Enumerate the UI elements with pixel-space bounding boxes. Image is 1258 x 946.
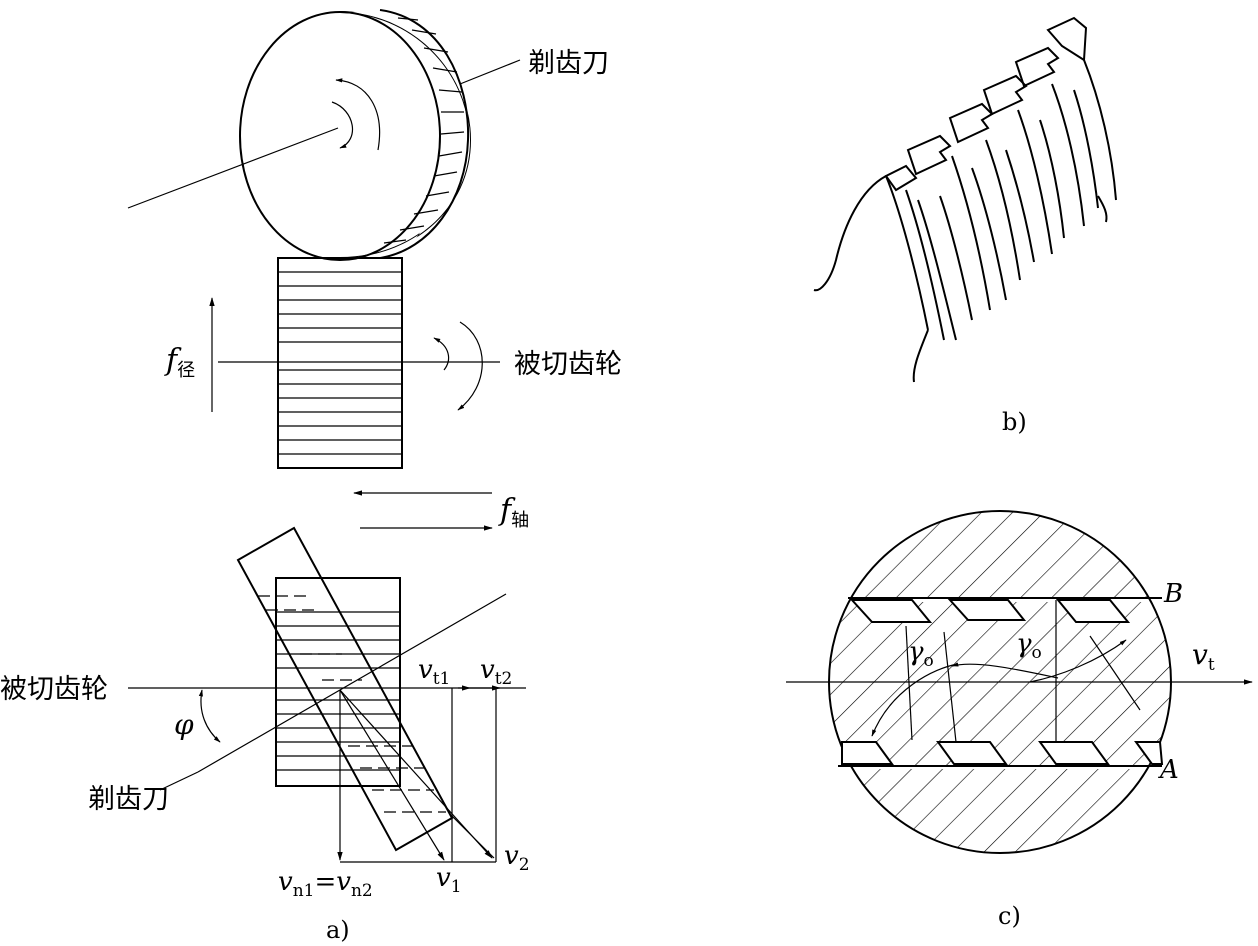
shaving-cutter-tilted [236,526,454,852]
label-workpiece-bottom: 被切齿轮 [0,674,108,705]
panel-a-top: 剃齿刀 f径 [127,9,622,531]
cutter-axis [197,593,507,773]
label-phi: φ [174,708,194,741]
workpiece-gear-bottom [275,577,401,787]
panel-b-cutter-teeth: b) [813,16,1117,436]
shaving-cutter-disc [127,9,472,261]
panel-a-bottom: 被切齿轮 剃齿刀 φ vt1 vt2 v1 v2 vn1=vn2 a) [0,526,530,944]
leader-cutter-top [459,59,521,85]
gear-rotation-arrow [457,321,483,411]
label-f-axial: f轴 [498,493,529,531]
panel-c-section: vt γo γo B A c) [786,510,1253,930]
label-f-radial: f径 [164,343,195,381]
label-vn-equal: vn1=vn2 [278,867,373,901]
label-vt2: vt2 [480,655,512,689]
leader-cutter-bottom [159,771,199,791]
caption-c: c) [998,902,1021,930]
label-workpiece-top: 被切齿轮 [514,349,622,380]
vector-v1 [339,689,445,861]
label-v2: v2 [504,841,530,875]
label-gamma-2: γo [1016,629,1042,663]
label-B: B [1163,579,1183,609]
label-gamma-1: γo [908,637,934,671]
label-vt1: vt1 [418,655,450,689]
label-A: A [1158,755,1179,785]
caption-a: a) [326,916,350,944]
label-v1: v1 [436,863,462,897]
workpiece-gear-top [218,257,500,469]
label-vt: vt [1192,638,1215,675]
label-shaving-cutter-top: 剃齿刀 [528,48,609,79]
label-shaving-cutter-bottom: 剃齿刀 [88,784,169,815]
caption-b: b) [1002,408,1027,436]
angle-phi-arc [198,689,221,743]
